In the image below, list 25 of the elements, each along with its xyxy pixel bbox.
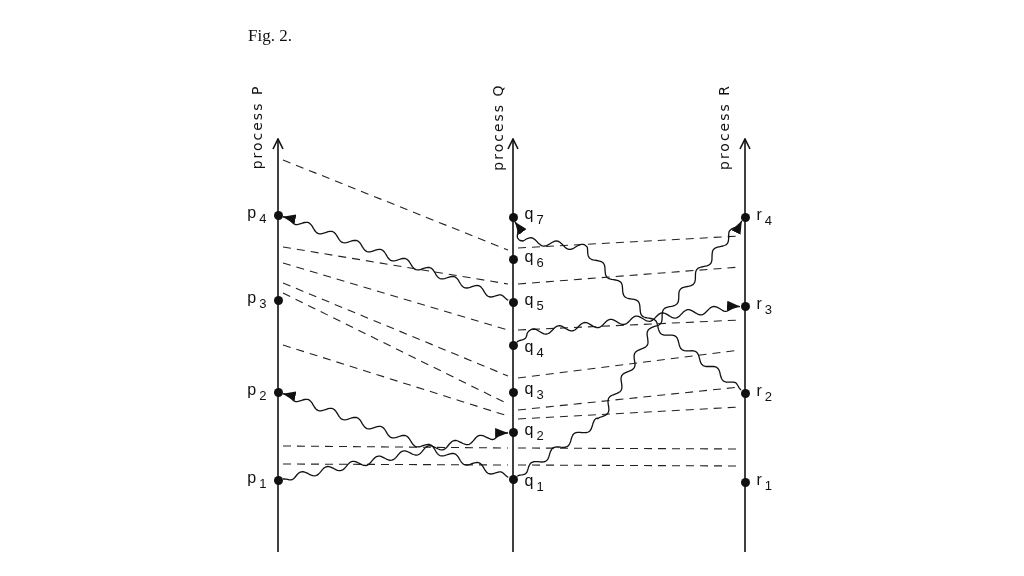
event-label: r$_{2}$ (756, 381, 773, 400)
message-arrow (282, 391, 509, 478)
event-label: q$_{4}$ (524, 337, 544, 356)
process-label: process Q (489, 83, 506, 171)
message-arrow (282, 428, 509, 481)
figure-title: Fig. 2. (248, 26, 292, 46)
message-arrow (516, 300, 741, 343)
event-label: r$_{4}$ (756, 205, 773, 224)
process-label: process R (716, 84, 732, 170)
event-label: q$_{6}$ (524, 247, 544, 266)
event-label: p$_{3}$ (247, 288, 267, 307)
event-label: r$_{1}$ (756, 470, 773, 489)
message-arrow (516, 220, 743, 477)
message-arrow (282, 214, 509, 301)
event-label: q$_{3}$ (524, 379, 544, 398)
event-label: p$_{2}$ (247, 380, 267, 399)
process-label: process P (248, 84, 265, 170)
message-arrow (514, 221, 742, 391)
event-label: p$_{1}$ (247, 468, 267, 487)
event-label: r$_{3}$ (756, 294, 773, 313)
event-label: q$_{2}$ (524, 420, 544, 439)
event-label: q$_{5}$ (524, 290, 544, 309)
event-label: p$_{4}$ (247, 203, 267, 222)
event-label: q$_{7}$ (524, 204, 544, 223)
event-label: q$_{1}$ (524, 471, 544, 490)
